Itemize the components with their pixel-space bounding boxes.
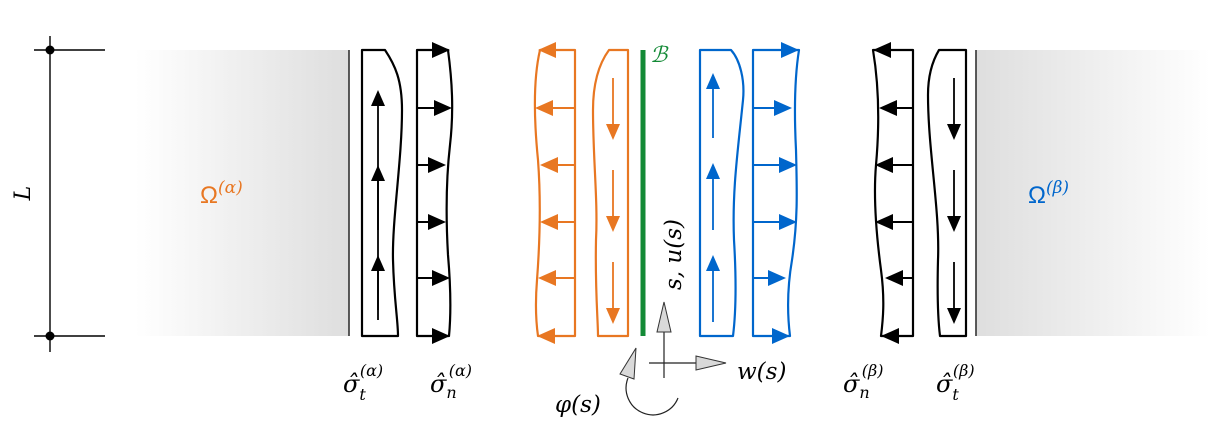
alpha-tangential-stress-profile xyxy=(360,48,404,338)
interface-beta-tangential-arrowhead-2 xyxy=(706,255,720,271)
beta-normal-stress-arrowhead-5 xyxy=(881,328,899,344)
beta-tangential-stress-arrowhead-0 xyxy=(947,124,961,140)
alpha-normal-stress-outline xyxy=(415,48,454,338)
normal-axis-arrowhead xyxy=(695,355,727,371)
interface-beta-normal-arrowhead-1 xyxy=(774,100,792,116)
domain-beta: Ω(β) xyxy=(975,49,1210,337)
interface-alpha-normal-arrowhead-5 xyxy=(537,328,555,344)
beta-normal-stress-profile xyxy=(871,42,915,344)
interface-beta-tangential-outline xyxy=(698,48,745,338)
alpha-tangential-stress-outline xyxy=(360,48,404,338)
interface-label: ℬ xyxy=(650,43,669,68)
interface-alpha-normal-arrowhead-2 xyxy=(540,157,558,173)
beta-tangential-stress-arrowhead-1 xyxy=(947,216,961,232)
beta-normal-stress-arrowhead-3 xyxy=(875,214,893,230)
interface-beta-tangential-profile xyxy=(698,48,745,338)
interface-alpha-tangential-outline xyxy=(591,48,630,338)
interface-beta-normal-outline xyxy=(751,48,801,338)
beta-normal-stress-outline xyxy=(871,48,915,338)
stress-profiles xyxy=(360,42,968,344)
alpha-normal-stress-arrowhead-0 xyxy=(432,42,450,58)
interface-beta-normal-profile xyxy=(751,42,801,344)
domain-alpha: Ω(α) xyxy=(135,49,350,337)
interface-alpha-tangential-arrowhead-0 xyxy=(606,124,620,140)
interface-alpha-tangential-arrowhead-2 xyxy=(606,308,620,324)
beta-tangential-stress-outline xyxy=(926,48,968,338)
label-sigma-n-alpha: σ̂n(α) xyxy=(430,361,472,402)
alpha-tangential-stress-arrowhead-2 xyxy=(371,255,385,271)
alpha-normal-stress-arrowhead-1 xyxy=(434,100,452,116)
beta-normal-stress-arrowhead-2 xyxy=(875,157,893,173)
interface-beta-normal-arrowhead-5 xyxy=(772,328,790,344)
beta-tangential-stress-profile xyxy=(926,48,968,338)
alpha-normal-stress-arrowhead-3 xyxy=(428,214,446,230)
beta-tangential-stress-arrowhead-2 xyxy=(947,308,961,324)
interface-beta-normal-arrowhead-4 xyxy=(768,270,786,286)
domain-beta-body xyxy=(976,50,1210,336)
tangent-axis-label: s, u(s) xyxy=(661,219,687,290)
beta-normal-stress-arrowhead-0 xyxy=(873,42,891,58)
interface-beta-tangential-arrowhead-0 xyxy=(706,73,720,89)
interface-beta-normal-arrowhead-3 xyxy=(779,214,797,230)
beta-normal-stress-arrowhead-4 xyxy=(885,270,903,286)
domain-beta-label: Ω(β) xyxy=(1028,178,1069,209)
domain-alpha-label: Ω(α) xyxy=(200,178,243,209)
dimension-top-dot xyxy=(45,45,55,55)
interface-alpha-normal-arrowhead-4 xyxy=(538,270,556,286)
interface-alpha-normal-arrowhead-1 xyxy=(535,100,553,116)
length-label: L xyxy=(11,186,36,202)
label-sigma-t-alpha: σ̂t(α) xyxy=(343,361,383,404)
beta-normal-stress-arrowhead-1 xyxy=(879,100,897,116)
tangent-axis-arrowhead xyxy=(656,301,672,333)
interface-alpha-normal-profile xyxy=(533,42,577,344)
rotation-arc xyxy=(625,377,679,416)
alpha-normal-stress-arrowhead-2 xyxy=(428,157,446,173)
interface-alpha-tangential-arrowhead-1 xyxy=(606,216,620,232)
interface-alpha-normal-arrowhead-0 xyxy=(538,42,556,58)
alpha-tangential-stress-arrowhead-0 xyxy=(371,90,385,106)
interface-alpha-tangential-profile xyxy=(591,48,630,338)
length-dimension: L xyxy=(11,36,105,352)
domain-alpha-body xyxy=(135,50,349,336)
alpha-normal-stress-profile xyxy=(415,42,454,344)
dimension-bottom-dot xyxy=(45,331,55,341)
alpha-tangential-stress-arrowhead-1 xyxy=(371,165,385,181)
interface-alpha-normal-outline xyxy=(533,48,577,338)
stress-labels: σ̂t(α) σ̂n(α) σ̂n(β) σ̂t(β) xyxy=(343,361,975,404)
alpha-normal-stress-arrowhead-4 xyxy=(432,270,450,286)
label-sigma-n-beta: σ̂n(β) xyxy=(843,361,883,402)
label-sigma-t-beta: σ̂t(β) xyxy=(936,361,975,404)
interface-beta-normal-arrowhead-0 xyxy=(781,42,799,58)
interface-beta-normal-arrowhead-2 xyxy=(779,157,797,173)
rotation-arrowhead xyxy=(619,347,637,380)
local-coordinate-system: s, u(s) w(s) φ(s) xyxy=(555,219,786,418)
interface-beta-tangential-arrowhead-1 xyxy=(706,163,720,179)
alpha-normal-stress-arrowhead-5 xyxy=(432,328,450,344)
interface-alpha-normal-arrowhead-3 xyxy=(540,214,558,230)
normal-axis-label: w(s) xyxy=(737,359,786,385)
rotation-label: φ(s) xyxy=(555,392,601,418)
